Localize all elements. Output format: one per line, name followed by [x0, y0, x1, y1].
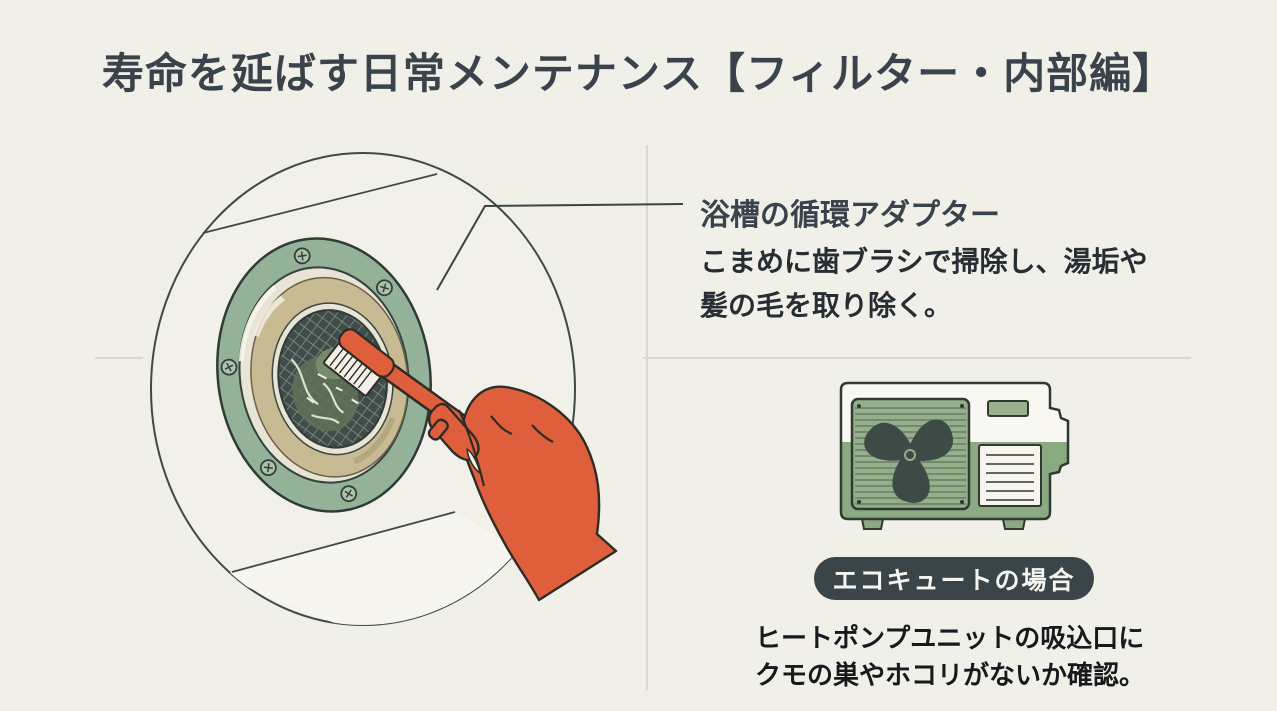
- toothbrush-head-back: [338, 328, 395, 378]
- fan-blades: [864, 419, 954, 503]
- thumb-line: [457, 409, 486, 487]
- divider-line-horizontal-left: [95, 357, 143, 359]
- hand: [427, 385, 618, 602]
- ecocute-note-line2: クモの巣やホコリがないか確認。: [755, 660, 1146, 690]
- page-title: 寿命を延ばす日常メンテナンス【フィルター・内部編】: [101, 50, 1176, 97]
- wall-line-top: [202, 173, 438, 234]
- adapter-cleaning-illustration: [150, 152, 684, 626]
- fan-grille: [850, 397, 971, 511]
- divider-line-horizontal-right: [643, 357, 1191, 359]
- toothbrush-head: [323, 328, 395, 397]
- fingernail: [427, 418, 449, 441]
- adapter-screws: [220, 247, 393, 503]
- adapter-description: こまめに歯ブラシで掃除し、湯垢や 髪の毛を取り除く。: [700, 240, 1147, 328]
- unit-foot-left: [860, 518, 885, 530]
- unit-foot-right: [1001, 518, 1027, 530]
- unit-outline: [839, 381, 1070, 521]
- divider-line-vertical: [646, 145, 648, 690]
- adapter-heading: 浴槽の循環アダプター: [700, 199, 1000, 232]
- adapter-description-line2: 髪の毛を取り除く。: [700, 290, 953, 321]
- palm-and-arm: [460, 385, 618, 602]
- fan-hub: [904, 449, 916, 461]
- service-panel: [978, 444, 1042, 507]
- unit-vent-label: [987, 400, 1029, 417]
- ecocute-badge: エコキュートの場合: [814, 557, 1094, 600]
- leader-line: [436, 203, 684, 291]
- ecocute-badge-label: エコキュートの場合: [832, 566, 1076, 595]
- adapter-description-line1: こまめに歯ブラシで掃除し、湯垢や: [700, 246, 1148, 277]
- finger-gap: [466, 448, 481, 474]
- wall-line-bottom: [231, 511, 456, 573]
- brass-shade: [353, 416, 396, 465]
- ecocute-note-line1: ヒートポンプユニットの吸込口に: [755, 623, 1145, 653]
- knuckle-creases: [490, 415, 554, 443]
- ring-highlight: [238, 285, 277, 362]
- ecocute-note: ヒートポンプユニットの吸込口に クモの巣やホコリがないか確認。: [755, 620, 1145, 694]
- brass-highlight: [253, 295, 285, 338]
- heat-pump-unit-illustration: [839, 381, 1070, 530]
